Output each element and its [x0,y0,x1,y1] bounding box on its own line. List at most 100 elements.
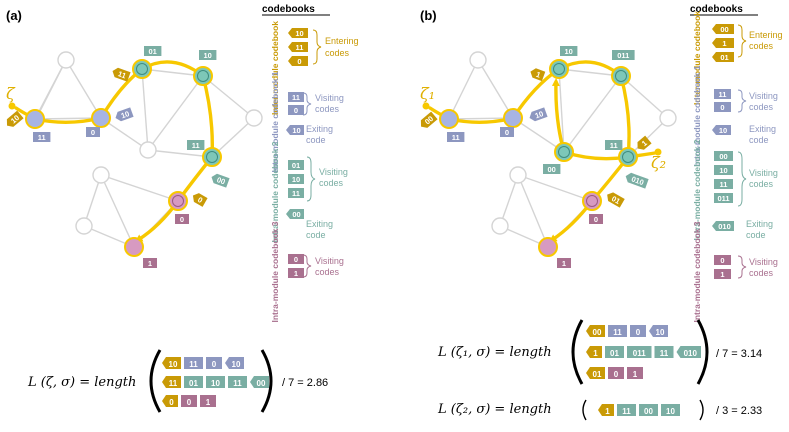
section-intra1-b: Intra-module codebook 1 [692,65,702,166]
node-b-teal-2 [611,66,631,86]
zeta-label: ζ [6,84,16,103]
node-teal-1 [132,59,152,79]
code-b-teal-3: 00 [543,164,561,174]
code-tag-text: 01 [189,379,198,388]
eq-a-code: 01 [184,376,203,388]
code-tag-text: 11 [169,379,178,388]
exiting-code-b2-1: Exiting [746,219,773,229]
exit-code-teal: 00 [211,173,230,188]
code-tag-text: 11 [233,379,242,388]
code-tag-text: 01 [593,370,602,379]
eq-a-code: 11 [162,376,181,388]
code-pink-2: 1 [143,258,157,268]
exit-code-blue: 10 [115,107,134,122]
code-tag-text: 01 [610,349,619,358]
exit-code-teal-b: 010 [625,172,649,189]
enter-code-pink: 0 [192,193,208,207]
eq-b1-code: 1 [627,367,643,379]
exit-code-blue-b: 10 [529,107,548,122]
intra2-code-a: 10 [288,174,304,184]
eq-b1-code: 10 [649,325,668,337]
code-tag-text: 00 [292,210,300,219]
eq-b2-code: 00 [639,404,658,416]
visiting-codes-b3-2: codes [749,268,774,278]
walk1-start-dot [422,102,430,110]
inter-code-a: 10 [288,28,308,38]
entering-codes-a-1: Entering [325,36,359,46]
panel-a-walk-path [14,60,214,243]
exiting-code-b1-1: Exiting [749,124,776,134]
visiting-codes-a3-1: Visiting [315,256,344,266]
code-tag-text: 0 [169,398,174,407]
panel-b-grey-nodes [469,51,677,235]
code-tag-text: 0 [297,57,301,66]
code-tag-text: 0 [636,328,641,337]
intra2-exit-a: 00 [286,209,304,219]
code-b-teal-2: 011 [612,50,635,60]
code-blue-2: 0 [86,127,100,137]
code-tag-text: 010 [684,349,698,358]
code-tag-text: 10 [666,407,675,416]
code-tag-text: 01 [720,53,728,62]
code-tag-text: 00 [257,379,266,388]
section-intra2-b: Intra-module codebook 2 [692,139,702,240]
eq-a-code: 1 [200,395,216,407]
visiting-codes-a1-2: codes [315,104,340,114]
node-b-teal-3 [554,142,574,162]
code-tag-text: 0 [212,360,217,369]
eq-b1-lhs: L (ζ₁, σ) = length [437,345,552,360]
code-tag-text: 011 [617,51,629,60]
code-tag-text: 1 [206,398,211,407]
eq-b1-rhs: / 7 = 3.14 [716,348,762,360]
node-teal-2 [193,66,213,86]
eq-a-code: 0 [181,395,197,407]
eq-b1-code: 011 [627,346,652,358]
eq-a-lhs: L (ζ, σ) = length [27,375,136,390]
intra2-code-b: 00 [714,151,733,161]
code-teal-2: 10 [199,50,217,60]
code-teal-3: 11 [187,140,205,150]
inter-code-b: 01 [712,52,734,62]
eq-b1-code: 01 [586,367,605,379]
code-tag-text: 1 [148,259,152,268]
visiting-codes-b1-2: codes [749,102,774,112]
inter-code-b: 1 [712,38,734,48]
code-b-blue-2: 0 [500,127,514,137]
exiting-code-a2-1: Exiting [306,219,333,229]
code-tag-text: 10 [565,47,573,56]
panel-a: (a) [6,4,359,413]
code-b-pink-1: 0 [589,214,603,224]
intra2-code-b: 11 [714,179,733,189]
intra3-code-a: 0 [288,254,304,264]
exiting-code-a2-2: code [306,230,326,240]
code-tag-text: 11 [292,189,300,198]
eq-a-code: 0 [162,395,178,407]
code-tag-text: 0 [180,215,184,224]
node-teal-3 [202,147,222,167]
code-tag-text: 10 [292,175,300,184]
panel-b-codebooks: codebooks Inter-module codebook Intra-mo… [690,4,783,323]
intra1-code-a: 0 [288,105,304,115]
exiting-code-b2-2: code [746,230,766,240]
intra1-code-b: 11 [714,89,731,99]
code-tag-text: 10 [295,29,303,38]
panel-b-label: (b) [420,8,437,23]
section-inter-a: Inter-module codebook [270,21,280,115]
code-tag-text: 10 [169,360,178,369]
visiting-codes-a2-2: codes [319,178,344,188]
code-tag-text: 10 [120,109,131,120]
code-tag-text: 10 [292,126,300,135]
code-blue-1: 11 [33,132,51,142]
codebooks-title-a: codebooks [262,4,315,15]
code-tag-text: 11 [192,141,200,150]
eq-a-code: 0 [206,357,222,369]
zeta2-label: ζ₂ [651,153,666,172]
code-tag-text: 0 [196,195,204,205]
code-tag-text: 11 [292,93,300,102]
code-tag-text: 0 [294,255,298,264]
node-pink-1 [168,191,188,211]
